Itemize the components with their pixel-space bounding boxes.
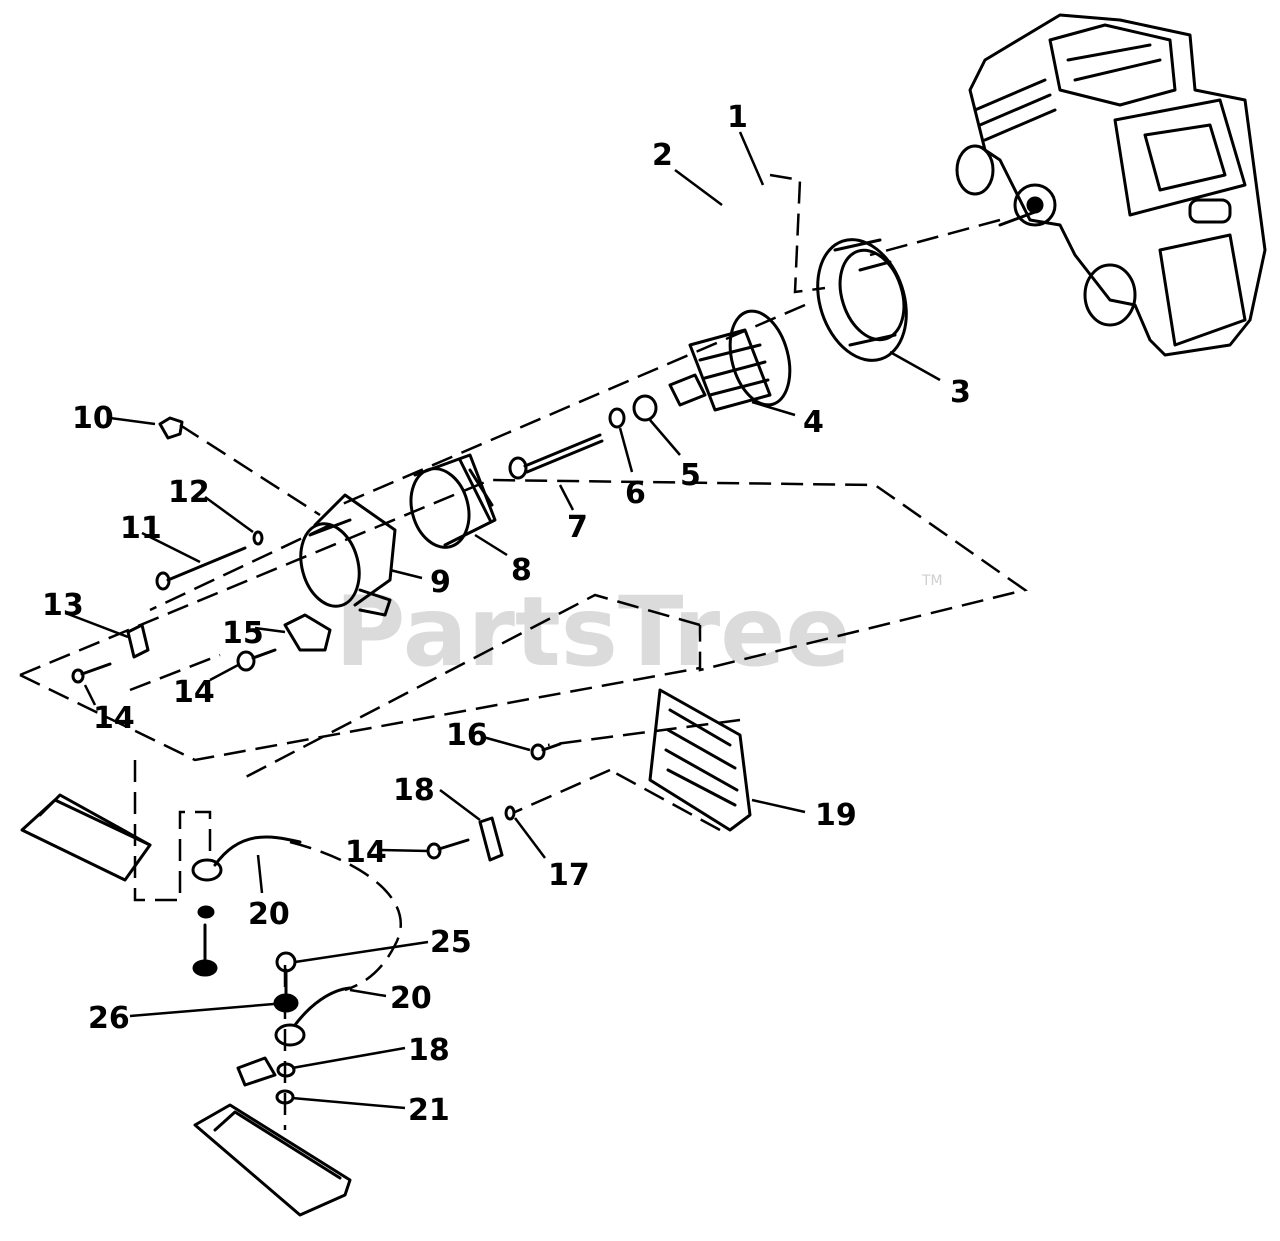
callout-5: 5 <box>680 458 701 493</box>
part-14-screw-c <box>426 838 470 860</box>
callout-12: 12 <box>168 475 210 510</box>
callout-2: 2 <box>652 138 673 173</box>
callout-19: 19 <box>815 798 857 833</box>
callout-25: 25 <box>430 925 472 960</box>
part-9-end-cap <box>299 493 397 617</box>
part-6-washer <box>608 407 626 429</box>
part-18-clamp <box>236 1056 277 1087</box>
mounting-bracket <box>20 793 152 882</box>
callout-15: 15 <box>222 616 264 651</box>
part-10-nut <box>158 416 184 440</box>
part-5-washer <box>632 394 658 422</box>
callout-18-b: 18 <box>408 1033 450 1068</box>
callout-26: 26 <box>88 1001 130 1036</box>
watermark-trademark: TM <box>921 573 943 589</box>
callout-7: 7 <box>567 510 588 545</box>
watermark-text: PartsTree <box>335 576 850 688</box>
callout-21: 21 <box>408 1093 450 1128</box>
callout-18-a: 18 <box>393 773 435 808</box>
callout-10: 10 <box>72 401 114 436</box>
callout-3: 3 <box>950 375 971 410</box>
part-18-terminal <box>478 816 504 862</box>
part-4-drive <box>668 309 792 412</box>
callout-20-b: 20 <box>390 981 432 1016</box>
part-3-ring <box>816 238 908 362</box>
callout-17: 17 <box>548 858 590 893</box>
part-20-cable <box>191 835 302 977</box>
part-16-screw <box>530 742 562 761</box>
part-11-bolt <box>155 546 247 591</box>
callout-14-c: 14 <box>345 835 387 870</box>
callout-4: 4 <box>803 405 824 440</box>
leader-lines <box>67 131 941 1110</box>
engine <box>955 13 1267 357</box>
callouts: 1 2 3 4 5 6 7 8 9 10 11 12 13 14 14 15 1… <box>42 100 971 1128</box>
part-25-bolt <box>275 951 297 997</box>
callout-1: 1 <box>727 100 748 135</box>
callout-9: 9 <box>430 565 451 600</box>
bottom-bracket <box>193 1103 352 1217</box>
nut-upper <box>276 1062 296 1078</box>
callout-20-a: 20 <box>248 897 290 932</box>
callout-6: 6 <box>625 476 646 511</box>
part-14-screw-b <box>236 648 277 672</box>
callout-8: 8 <box>511 553 532 588</box>
part-15-brush-holder <box>283 613 332 652</box>
callout-13: 13 <box>42 588 84 623</box>
part-12-washer <box>252 530 264 546</box>
callout-16: 16 <box>446 718 488 753</box>
callout-14-a: 14 <box>93 701 135 736</box>
part-7-bolt <box>508 433 604 480</box>
part-8-housing <box>409 453 497 549</box>
part-13-clip <box>126 623 150 659</box>
part-17-washer <box>504 805 516 821</box>
part-26-washer <box>273 993 299 1013</box>
callout-14-b: 14 <box>173 675 215 710</box>
part-14-screw-a <box>71 662 112 684</box>
part-19-grille <box>648 688 752 832</box>
callout-11: 11 <box>120 511 162 546</box>
part-20-cable-end <box>274 986 352 1047</box>
